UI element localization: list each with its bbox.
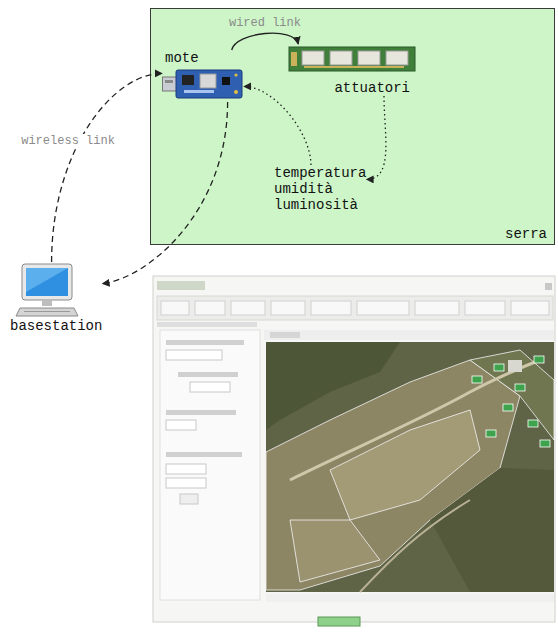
web-map-screenshot-part bbox=[153, 276, 555, 622]
web-map-screenshot-part bbox=[318, 617, 360, 626]
web-map-screenshot-part bbox=[508, 360, 522, 372]
actuator-board-part bbox=[358, 51, 380, 65]
actuator-board-part bbox=[291, 52, 297, 66]
link-label: wired link bbox=[227, 16, 303, 30]
mote-device-part bbox=[184, 90, 214, 93]
link-arrow bbox=[52, 73, 162, 262]
web-map-screenshot-part bbox=[545, 283, 552, 290]
web-map-screenshot-part bbox=[360, 500, 470, 592]
web-map-screenshot-part bbox=[534, 356, 544, 363]
mote-device-part bbox=[234, 73, 237, 76]
web-map-screenshot-part bbox=[511, 301, 549, 315]
web-map-screenshot-part bbox=[166, 410, 236, 415]
actuator-board-part bbox=[302, 51, 324, 65]
web-map-screenshot-part bbox=[157, 322, 257, 327]
computer-icon-part bbox=[16, 308, 78, 316]
link-arrow bbox=[102, 102, 227, 284]
web-map-screenshot-part bbox=[290, 360, 540, 480]
computer-icon bbox=[14, 262, 80, 318]
web-map-screenshot-part bbox=[157, 281, 205, 290]
basestation-node-label: basestation bbox=[10, 318, 102, 334]
web-map-screenshot-part bbox=[166, 350, 222, 360]
mote-device-part bbox=[163, 77, 177, 91]
web-map-screenshot-part bbox=[311, 301, 351, 315]
web-map-screenshot-part bbox=[515, 384, 525, 391]
actuator-board bbox=[288, 44, 416, 74]
actuator-board-part bbox=[386, 51, 408, 65]
web-map-screenshot-part bbox=[195, 301, 225, 315]
web-map-screenshot-part bbox=[290, 520, 380, 582]
mote-device-part bbox=[176, 70, 242, 98]
web-map-screenshot-part bbox=[180, 494, 198, 504]
actuator-board-part bbox=[289, 47, 415, 71]
web-map-screenshot-part bbox=[472, 376, 482, 383]
link-label: wireless link bbox=[19, 134, 117, 148]
web-map-screenshot-part bbox=[157, 296, 553, 320]
web-map-screenshot-part bbox=[166, 452, 242, 457]
web-map-screenshot-part bbox=[190, 382, 230, 392]
web-map-screenshot-part bbox=[486, 430, 496, 437]
web-map-screenshot-part bbox=[161, 301, 189, 315]
web-map-screenshot-part bbox=[503, 404, 513, 411]
web-map-screenshot-part bbox=[231, 301, 265, 315]
computer-icon-part bbox=[26, 268, 68, 296]
web-map-screenshot-part bbox=[178, 372, 238, 377]
web-map-screenshot-part bbox=[266, 342, 554, 592]
web-map-screenshot-part bbox=[415, 301, 459, 315]
greenhouse-box: serra mote attuatori temperatura umidità lu… bbox=[150, 8, 555, 245]
web-map-screenshot-part bbox=[430, 468, 554, 592]
mote-device-part bbox=[182, 75, 194, 85]
link-arrow bbox=[232, 33, 299, 50]
web-map-screenshot-part bbox=[160, 330, 260, 600]
actuator-board-part bbox=[304, 66, 404, 68]
web-map-screenshot-part bbox=[166, 464, 206, 474]
mote-node: mote bbox=[162, 50, 244, 102]
mote-node-label: mote bbox=[162, 50, 244, 66]
web-map-screenshot-part bbox=[271, 301, 305, 315]
sensor-list: temperatura umidità luminosità bbox=[274, 165, 366, 213]
web-map-screenshot-part bbox=[166, 478, 206, 488]
link-arrow bbox=[244, 86, 311, 165]
actuator-node: attuatori bbox=[288, 44, 416, 96]
web-map-screenshot-part bbox=[494, 364, 504, 371]
greenhouse-box-label: serra bbox=[505, 226, 547, 242]
web-map-screenshot-part bbox=[357, 301, 409, 315]
mote-device-part bbox=[165, 80, 173, 83]
greenhouse-area bbox=[151, 9, 555, 245]
computer-icon-part bbox=[26, 268, 68, 292]
web-map-screenshot-part bbox=[528, 420, 538, 427]
actuator-node-label: attuatori bbox=[288, 74, 416, 96]
mote-device bbox=[162, 66, 244, 102]
actuator-board-part bbox=[330, 51, 352, 65]
web-map-screenshot-part bbox=[264, 330, 554, 340]
computer-icon-part bbox=[22, 264, 72, 300]
mote-device-part bbox=[234, 90, 238, 94]
web-map-screenshot-part bbox=[470, 350, 554, 440]
web-map-screenshot-part bbox=[465, 301, 505, 315]
basestation-node: basestation bbox=[10, 262, 102, 334]
web-map-screenshot-part bbox=[166, 420, 196, 430]
web-map-screenshot-part bbox=[266, 594, 554, 602]
web-map-screenshot-part bbox=[166, 340, 244, 345]
sensor-list-label: temperatura umidità luminosità bbox=[274, 165, 366, 213]
computer-icon-part bbox=[24, 311, 70, 312]
web-map-screenshot bbox=[153, 276, 555, 626]
link-arrow bbox=[366, 96, 385, 179]
computer-icon-part bbox=[42, 300, 52, 306]
web-map-screenshot-part bbox=[270, 332, 300, 338]
mote-device-part bbox=[222, 77, 230, 85]
web-map-screenshot-part bbox=[540, 440, 550, 447]
mote-device-part bbox=[200, 74, 216, 88]
